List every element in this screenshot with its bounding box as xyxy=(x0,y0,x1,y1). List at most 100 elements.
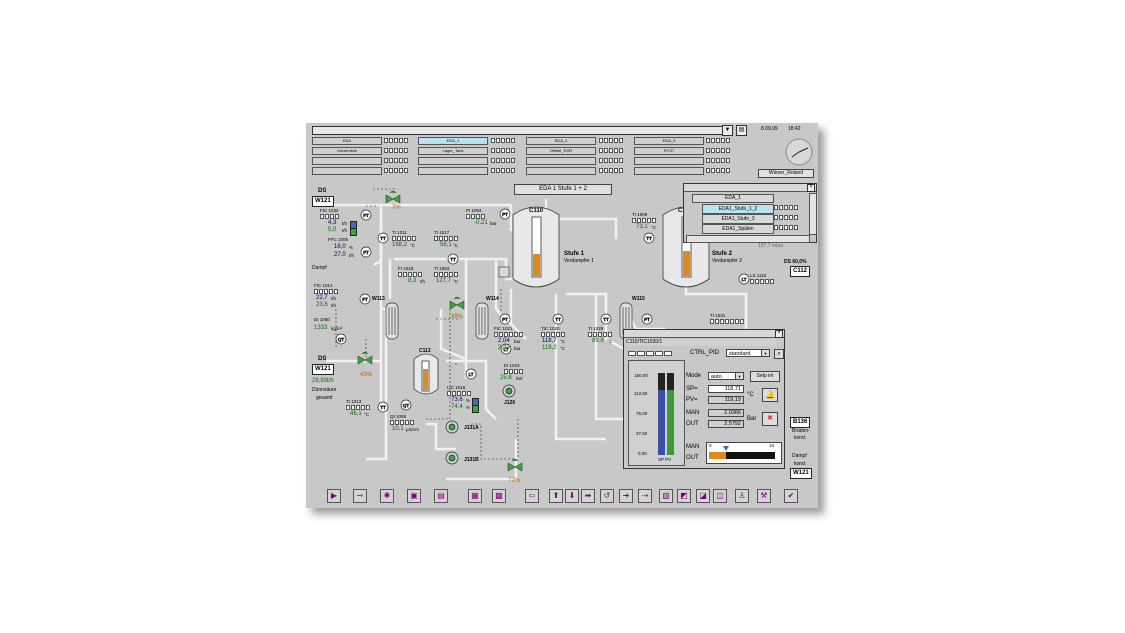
bell-icon[interactable]: 🔔 xyxy=(762,388,778,402)
setpoint-internal-button[interactable]: Setp int xyxy=(750,371,780,382)
play-icon[interactable]: ▶ xyxy=(327,489,341,503)
ti1017-value[interactable]: 58,1 xyxy=(440,242,452,248)
down-icon[interactable]: ⬇ xyxy=(565,489,579,503)
setup-icon[interactable]: ◫ xyxy=(713,489,727,503)
ti1028-status xyxy=(588,332,612,337)
ei1023-unit: kW xyxy=(516,376,523,381)
alarm-icon[interactable]: ◪ xyxy=(696,489,710,503)
total-flow-value: 28,83t/h xyxy=(312,378,334,384)
ei1023-value[interactable]: 25,8 xyxy=(500,375,512,381)
valve-top-output: 7% xyxy=(392,205,401,211)
ti1013-value[interactable]: 46,1 xyxy=(350,411,362,417)
w121-box-bottom[interactable]: W121 xyxy=(312,364,334,375)
user-icon[interactable]: ♙ xyxy=(735,489,749,503)
lic1016-value1[interactable]: 73,6 xyxy=(451,397,463,403)
trend-icon[interactable]: ◩ xyxy=(677,489,691,503)
close-icon[interactable]: × xyxy=(807,184,815,192)
fic1032-value1[interactable]: 4,3 xyxy=(328,220,337,226)
eda1-hscrollbar[interactable] xyxy=(686,235,810,243)
undo-icon[interactable]: ↺ xyxy=(600,489,614,503)
acknowledge-icon[interactable]: ▼ xyxy=(722,125,733,136)
output-bar-min: 0 xyxy=(709,443,712,448)
close-icon[interactable]: × xyxy=(775,330,783,338)
pi1064-value[interactable]: -0,21 xyxy=(474,220,488,226)
ti1063-value[interactable]: 127,7 xyxy=(436,278,452,284)
sp-value-field[interactable]: 118,71 xyxy=(708,385,744,393)
area-tab-eda1[interactable]: EDA_1 xyxy=(418,137,488,145)
svg-text:TT: TT xyxy=(380,405,386,410)
report-icon[interactable]: ▧ xyxy=(659,489,673,503)
b136-box[interactable]: B136 xyxy=(790,417,811,428)
faceplate-titlebar[interactable]: × xyxy=(624,330,784,338)
ti1069-value[interactable]: 73,1 xyxy=(636,224,648,230)
tic1020-value1[interactable]: 118,7 xyxy=(542,338,557,344)
fic1032-value2[interactable]: 5,0 xyxy=(328,227,337,233)
j126-label: J126 xyxy=(504,400,516,406)
ffc1006-value1[interactable]: 16,0 xyxy=(334,244,346,250)
area-tab-pcs7[interactable]: PCS7 xyxy=(634,147,704,155)
tic1020-value2[interactable]: 119,2 xyxy=(542,345,557,351)
key-icon[interactable]: ⊸ xyxy=(353,489,367,503)
mode-select[interactable]: auto ▼ xyxy=(708,372,744,380)
area-tab-konzentrat[interactable]: Konzentrat xyxy=(312,147,382,155)
eda1-window-title: EDA_1 xyxy=(692,194,774,203)
lic1016-mode-box2[interactable] xyxy=(472,405,479,413)
fic1032-mode-box2[interactable] xyxy=(350,228,357,236)
chevron-down-icon[interactable]: ▼ xyxy=(761,350,769,356)
zoom-icon[interactable]: ⌕ xyxy=(774,349,784,359)
eda1-item-2[interactable]: EDA1_Stufe_3 xyxy=(702,214,774,224)
blank-row3-d xyxy=(634,157,704,165)
manual-value-marker[interactable] xyxy=(723,446,730,451)
w121-box-right[interactable]: W121 xyxy=(790,468,812,479)
eda1-scrollbar[interactable] xyxy=(809,193,817,235)
print2-icon[interactable]: ▩ xyxy=(492,489,506,503)
man-value-field[interactable]: 2,0366 xyxy=(708,409,744,417)
status-boxes-row1c xyxy=(599,138,623,143)
fic1021-value2[interactable]: 2,49 xyxy=(498,345,510,351)
fic1014-value1[interactable]: 22,7 xyxy=(316,295,328,301)
lamp-icon[interactable]: ✺ xyxy=(380,489,394,503)
fic1014-tag: FIC 1014 xyxy=(314,283,333,288)
output-bar-track xyxy=(709,452,775,459)
qi1059-value[interactable]: 10,1 xyxy=(392,426,404,432)
section-title: EDA 1 Stufe 1 + 2 xyxy=(514,184,612,195)
status-boxes-row1d xyxy=(706,138,730,143)
area-tab-lager-tank[interactable]: Lager_Tank xyxy=(418,147,488,155)
unit-celsius: °C xyxy=(747,392,754,398)
ffc1006-value2[interactable]: 27,0 xyxy=(334,252,346,258)
goto-icon[interactable]: ➔ xyxy=(619,489,633,503)
ctrl-type-select[interactable]: standard ▼ xyxy=(726,349,770,357)
save-icon[interactable]: ▤ xyxy=(434,489,448,503)
bottom-out-label: OUT xyxy=(686,455,699,461)
alarm-disabled-icon[interactable]: ✖ xyxy=(762,412,778,426)
fic1014-value2[interactable]: 23,6 xyxy=(316,302,328,308)
right-icon[interactable]: ➡ xyxy=(581,489,595,503)
ti1028-tag: TI 1028 xyxy=(588,326,604,331)
printer-icon[interactable]: ▤ xyxy=(736,125,747,136)
up-icon[interactable]: ⬆ xyxy=(549,489,563,503)
back-icon[interactable]: ⇦ xyxy=(525,489,539,503)
tools-icon[interactable]: ⚒ xyxy=(757,489,771,503)
area-tab-eda2[interactable]: EDA_2 xyxy=(526,137,596,145)
process-window: ▼ ▤ 8.09.99 18:42 EDA EDA_1 EDA_2 EDA_3 … xyxy=(306,123,818,508)
eda1-window-titlebar[interactable]: × xyxy=(684,184,816,192)
eda1-item-1[interactable]: EDA1_Stufe_1_2 xyxy=(702,204,774,214)
print-icon[interactable]: ▦ xyxy=(468,489,482,503)
ti1011-value[interactable]: 168,2 xyxy=(392,242,408,248)
di1060-value[interactable]: 1333 xyxy=(314,325,328,331)
chevron-down-icon[interactable]: ▼ xyxy=(735,373,743,379)
ti1028-value[interactable]: 89,8 xyxy=(592,338,604,344)
area-tab-offsite-dsr[interactable]: Offsite_DSR xyxy=(526,147,596,155)
area-tab-eda3[interactable]: EDA_3 xyxy=(634,137,704,145)
fic1021-value1[interactable]: 2,04 xyxy=(498,338,510,344)
fic1032-unit2: t/h xyxy=(342,228,348,233)
check-icon[interactable]: ✔ xyxy=(784,489,798,503)
lic1016-value2[interactable]: 74,4 xyxy=(451,404,463,410)
c112-box[interactable]: C112 xyxy=(790,266,811,277)
fi1018-value[interactable]: 8,3 xyxy=(408,278,417,284)
copy-icon[interactable]: ▣ xyxy=(407,489,421,503)
eda1-item-3[interactable]: EDA1_Spülen xyxy=(702,224,774,234)
area-tab-eda[interactable]: EDA xyxy=(312,137,382,145)
next-icon[interactable]: ⇢ xyxy=(638,489,652,503)
w121-box-top[interactable]: W121 xyxy=(312,196,334,207)
